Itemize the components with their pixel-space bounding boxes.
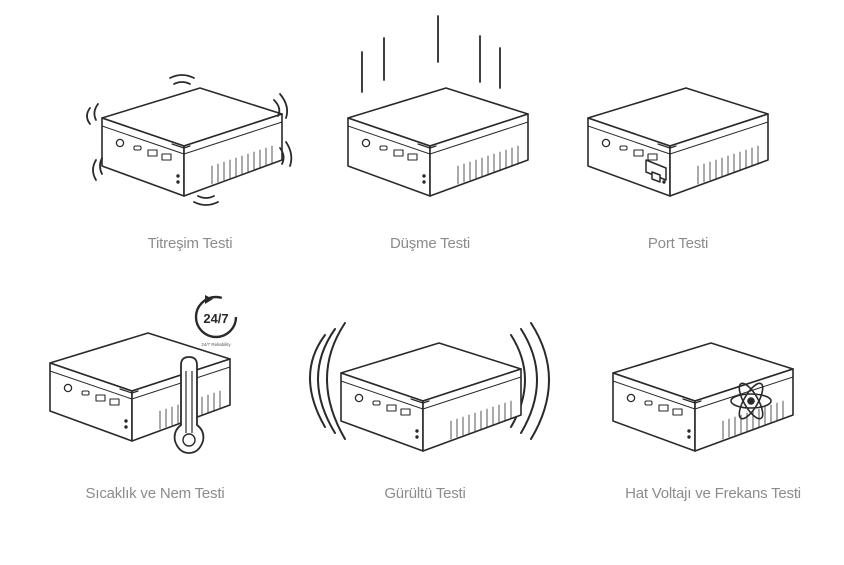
test-label: Düşme Testi [389,235,471,252]
minipc-drop-illustration [347,15,529,197]
test-port: Port Testi [548,60,808,310]
minipc-vibration-illustration [86,74,293,206]
test-drop: Düşme Testi [300,8,560,258]
test-label: Titreşim Testi [147,235,233,252]
test-label: Gürültü Testi [384,485,466,502]
usb-plug-icon [645,159,667,183]
test-label: Hat Voltajı ve Frekans Testi [625,485,801,502]
clock-arrow-icon: 24/7 24/7 Reliability [194,295,238,347]
test-temperature-humidity: 24/7 24/7 Reliability Sıcaklık ve Nem Te… [25,285,285,535]
test-line-voltage-frequency: Hat Voltajı ve Frekans Testi [583,315,843,565]
falling-lines-icon [361,15,501,93]
minipc-temperature-illustration: 24/7 24/7 Reliability [49,295,238,454]
test-label: Port Testi [647,235,709,252]
thermometer-icon [173,356,205,454]
test-noise: Gürültü Testi [295,315,555,565]
minipc-noise-illustration [309,322,550,452]
vibration-lines-icon [86,74,293,206]
minipc-port-illustration [587,87,769,197]
test-vibration: Titreşim Testi [60,60,320,310]
badge-caption: 24/7 Reliability [201,342,231,347]
test-label: Sıcaklık ve Nem Testi [85,485,225,502]
atom-icon [730,382,772,420]
badge-main: 24/7 [203,311,228,326]
minipc-voltage-illustration [612,342,794,452]
